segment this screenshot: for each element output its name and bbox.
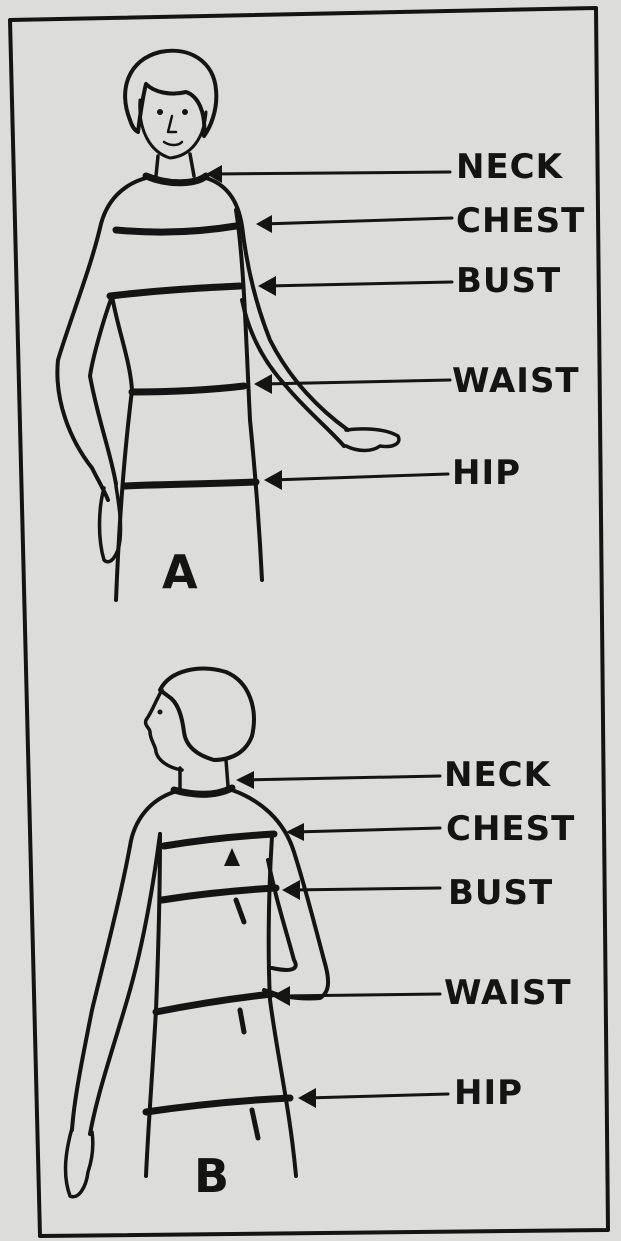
figure-a-bust-label: BUST	[456, 261, 561, 301]
figure-a-waist-label: WAIST	[452, 361, 580, 401]
figure-a-chest-label: CHEST	[456, 201, 585, 241]
figure-a-letter: A	[162, 545, 198, 599]
figure-b-waist-arrow	[280, 994, 440, 996]
figure-b-bust-label: BUST	[448, 873, 553, 913]
figure-b-neck-label: NECK	[444, 755, 552, 795]
figure-a-hip-label: HIP	[452, 453, 521, 493]
figure-b-eye	[158, 710, 163, 715]
figure-b-chest-label: CHEST	[446, 809, 575, 849]
figure-b-waist-label: WAIST	[444, 973, 572, 1013]
figure-a-neck-label: NECK	[456, 147, 564, 187]
figure-b-bust-arrow	[290, 888, 440, 890]
figure-a-left-eye	[157, 109, 163, 115]
figure-b-letter: B	[194, 1149, 229, 1203]
figure-b-hip-label: HIP	[454, 1073, 523, 1113]
figure-a-right-eye	[182, 109, 188, 115]
figure-a-neck-arrow	[212, 172, 450, 174]
figure-a-hip-band	[124, 482, 256, 486]
